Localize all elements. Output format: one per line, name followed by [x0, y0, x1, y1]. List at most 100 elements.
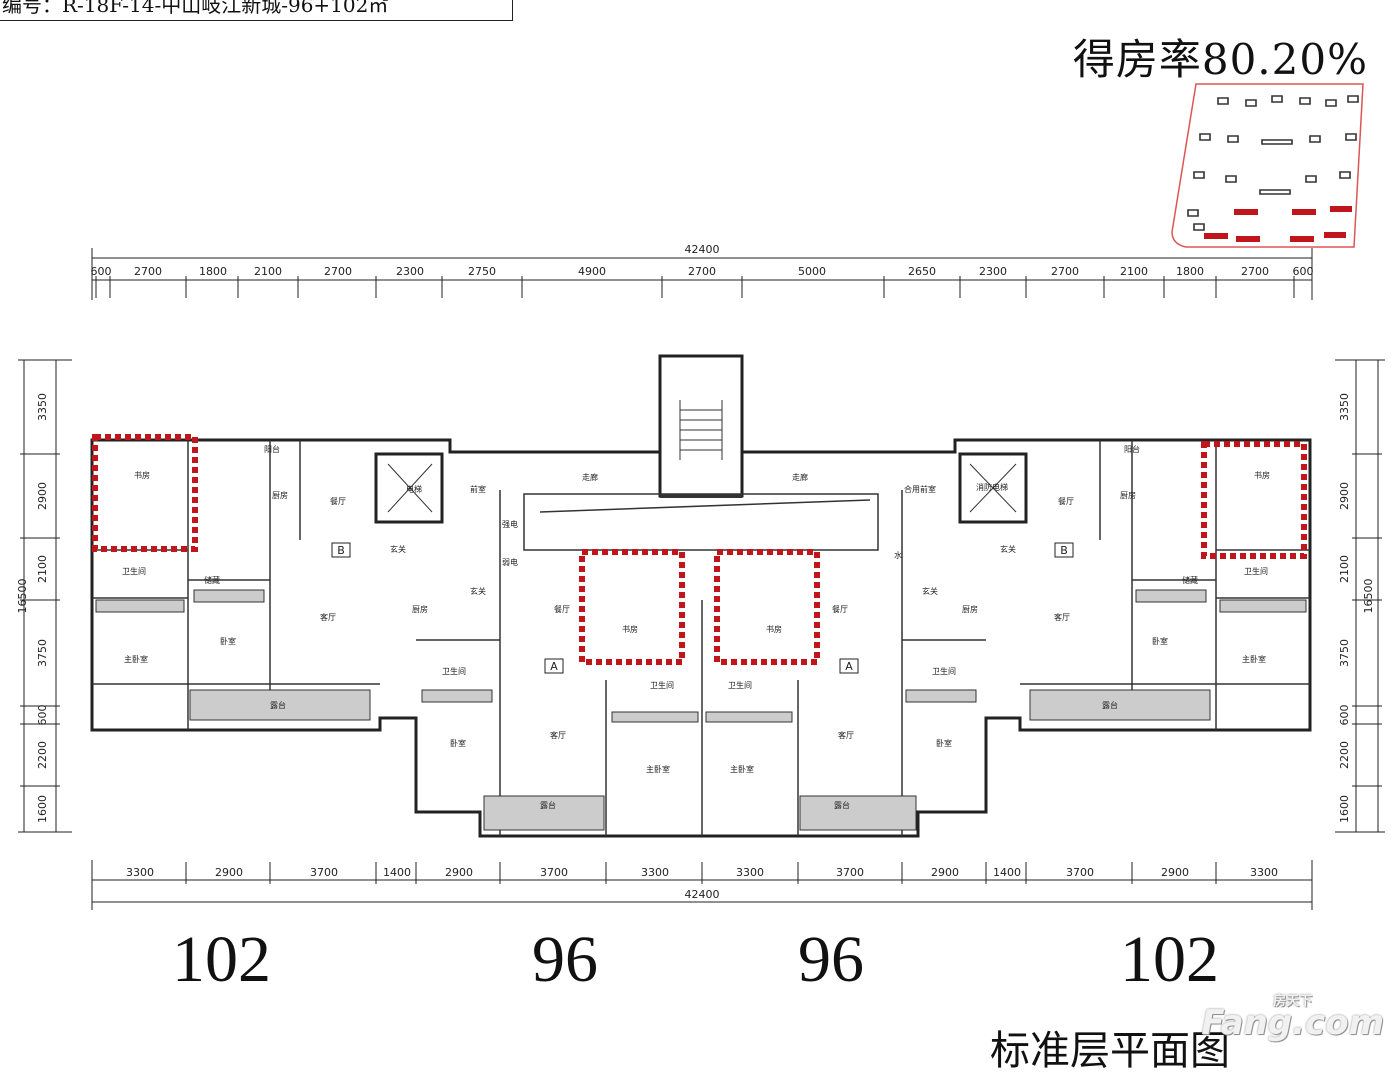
svg-text:3300: 3300: [126, 866, 154, 879]
svg-text:600: 600: [1338, 705, 1351, 726]
svg-text:3300: 3300: [1250, 866, 1278, 879]
svg-text:露台: 露台: [540, 800, 556, 810]
svg-text:2300: 2300: [979, 265, 1007, 278]
svg-text:2900: 2900: [445, 866, 473, 879]
svg-text:3700: 3700: [1066, 866, 1094, 879]
svg-text:卫生间: 卫生间: [1244, 566, 1268, 576]
svg-text:消防电梯: 消防电梯: [976, 482, 1008, 492]
plan-title: 标准层平面图: [990, 1028, 1230, 1074]
svg-text:阳台: 阳台: [264, 444, 280, 454]
svg-text:餐厅: 餐厅: [554, 605, 570, 614]
svg-text:1400: 1400: [993, 866, 1021, 879]
svg-text:2700: 2700: [324, 265, 352, 278]
unit-area-3: 96: [798, 923, 864, 996]
svg-text:2900: 2900: [1161, 866, 1189, 879]
svg-text:3300: 3300: [736, 866, 764, 879]
svg-text:2750: 2750: [468, 265, 496, 278]
svg-text:4900: 4900: [578, 265, 606, 278]
svg-text:厨房: 厨房: [412, 604, 428, 614]
svg-text:卧室: 卧室: [220, 636, 236, 646]
svg-text:2300: 2300: [396, 265, 424, 278]
svg-text:露台: 露台: [834, 800, 850, 810]
svg-text:2700: 2700: [1241, 265, 1269, 278]
svg-text:走廊: 走廊: [582, 472, 598, 482]
svg-text:2900: 2900: [215, 866, 243, 879]
svg-text:600: 600: [91, 265, 112, 278]
svg-text:弱电: 弱电: [502, 557, 518, 567]
svg-text:客厅: 客厅: [320, 612, 336, 622]
svg-text:卫生间: 卫生间: [122, 566, 146, 576]
dim-bottom-total: 42400: [685, 888, 720, 901]
svg-text:玄关: 玄关: [922, 586, 938, 596]
unit-area-2: 96: [532, 923, 598, 996]
svg-text:储藏: 储藏: [1182, 575, 1198, 585]
svg-text:餐厅: 餐厅: [832, 605, 848, 614]
key-site-plan: [1171, 83, 1364, 248]
svg-text:卫生间: 卫生间: [650, 680, 674, 690]
svg-text:2100: 2100: [254, 265, 282, 278]
svg-text:水: 水: [894, 550, 902, 560]
svg-text:厨房: 厨房: [1120, 490, 1136, 500]
svg-text:2700: 2700: [1051, 265, 1079, 278]
svg-text:厨房: 厨房: [272, 490, 288, 500]
watermark-main: Fang.com: [1201, 1003, 1384, 1043]
svg-text:3300: 3300: [641, 866, 669, 879]
watermark-logo: 房天下 Fang.com: [1201, 990, 1384, 1043]
svg-text:露台: 露台: [1102, 700, 1118, 710]
svg-text:16500: 16500: [16, 579, 29, 614]
svg-text:主卧室: 主卧室: [646, 764, 670, 774]
svg-text:3750: 3750: [1338, 639, 1351, 667]
svg-text:主卧室: 主卧室: [1242, 654, 1266, 664]
svg-text:1600: 1600: [36, 795, 49, 823]
svg-text:2700: 2700: [134, 265, 162, 278]
unit-area-1: 102: [172, 923, 271, 996]
svg-text:2900: 2900: [1338, 482, 1351, 510]
svg-text:2700: 2700: [688, 265, 716, 278]
svg-text:主卧室: 主卧室: [124, 654, 148, 664]
svg-text:玄关: 玄关: [1000, 544, 1016, 554]
svg-text:1800: 1800: [1176, 265, 1204, 278]
unit-a-marker-left: A: [550, 660, 558, 673]
svg-text:2900: 2900: [36, 482, 49, 510]
svg-text:2100: 2100: [1338, 555, 1351, 583]
svg-text:3350: 3350: [1338, 393, 1351, 421]
room-study-2: 书房: [622, 624, 638, 634]
svg-text:卧室: 卧室: [1152, 636, 1168, 646]
svg-text:卫生间: 卫生间: [728, 680, 752, 690]
svg-text:餐厅: 餐厅: [330, 497, 346, 506]
svg-text:2100: 2100: [36, 555, 49, 583]
svg-text:3700: 3700: [310, 866, 338, 879]
svg-text:2650: 2650: [908, 265, 936, 278]
watermark-small: 房天下: [1273, 994, 1313, 1009]
svg-text:3750: 3750: [36, 639, 49, 667]
svg-text:主卧室: 主卧室: [730, 764, 754, 774]
svg-text:3700: 3700: [540, 866, 568, 879]
svg-text:2900: 2900: [931, 866, 959, 879]
svg-text:合用前室: 合用前室: [904, 484, 936, 494]
unit-b-marker-right: B: [1060, 544, 1068, 557]
svg-text:2200: 2200: [36, 741, 49, 769]
dim-top-total: 42400: [685, 243, 720, 256]
svg-text:阳台: 阳台: [1124, 444, 1140, 454]
svg-text:2100: 2100: [1120, 265, 1148, 278]
svg-text:电梯: 电梯: [406, 484, 422, 494]
svg-text:前室: 前室: [470, 484, 486, 494]
svg-text:3700: 3700: [836, 866, 864, 879]
svg-text:卧室: 卧室: [936, 738, 952, 748]
svg-text:客厅: 客厅: [550, 730, 566, 740]
svg-text:客厅: 客厅: [838, 730, 854, 740]
svg-text:1800: 1800: [199, 265, 227, 278]
svg-text:3350: 3350: [36, 393, 49, 421]
svg-text:卫生间: 卫生间: [442, 666, 466, 676]
unit-a-marker-right: A: [845, 660, 853, 673]
svg-text:卫生间: 卫生间: [932, 666, 956, 676]
svg-text:16500: 16500: [1362, 579, 1375, 614]
efficiency-ratio: 得房率80.20%: [1072, 35, 1368, 84]
room-study-1: 书房: [134, 470, 150, 480]
svg-text:餐厅: 餐厅: [1058, 497, 1074, 506]
svg-text:露台: 露台: [270, 700, 286, 710]
svg-text:1400: 1400: [383, 866, 411, 879]
svg-text:2200: 2200: [1338, 741, 1351, 769]
room-study-3: 书房: [766, 624, 782, 634]
svg-text:玄关: 玄关: [470, 586, 486, 596]
